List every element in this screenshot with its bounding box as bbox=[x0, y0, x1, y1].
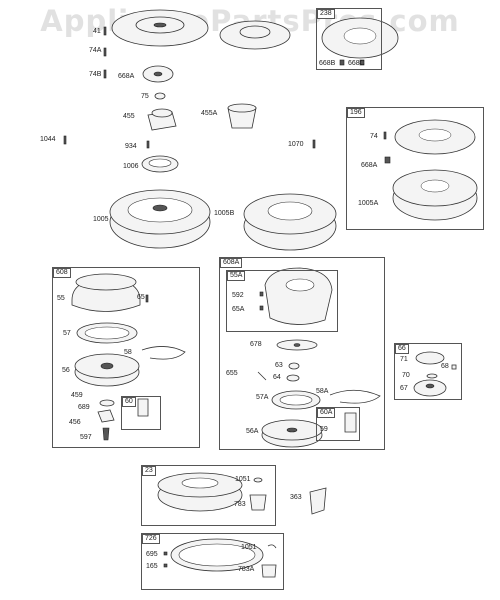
starter-608a bbox=[257, 267, 381, 448]
part-label: 55 bbox=[57, 295, 65, 302]
part-label: 1051 bbox=[241, 544, 257, 551]
flywheel-1005 bbox=[109, 189, 211, 249]
pulley-66 bbox=[413, 351, 457, 397]
part-label: 56 bbox=[62, 367, 70, 374]
part-label: 68 bbox=[441, 363, 449, 370]
flywheel-1005b bbox=[243, 193, 337, 251]
part-label: 668A bbox=[361, 162, 378, 169]
part-label: 56A bbox=[246, 428, 259, 435]
part-label: 668B bbox=[319, 60, 336, 67]
part-label: 58 bbox=[124, 349, 132, 356]
washer-75 bbox=[154, 92, 166, 100]
box-label: 196 bbox=[347, 108, 365, 118]
part-label: 74 bbox=[370, 133, 378, 140]
screw-1044 bbox=[63, 135, 67, 145]
part-label: 70 bbox=[402, 372, 410, 379]
fan-238 bbox=[321, 17, 399, 66]
ring-1006 bbox=[141, 155, 179, 173]
part-label: 668A bbox=[118, 73, 135, 80]
part-label: 592 bbox=[232, 292, 244, 299]
part-label: 455A bbox=[201, 110, 218, 117]
box-238 bbox=[316, 8, 382, 70]
part-label: 783 bbox=[234, 501, 246, 508]
cup-455a bbox=[227, 103, 257, 129]
part-label: 934 bbox=[125, 143, 137, 150]
part-label: 363 bbox=[290, 494, 302, 501]
part-label: 63 bbox=[275, 362, 283, 369]
screw-1070 bbox=[312, 139, 316, 149]
box-726 bbox=[141, 533, 284, 590]
hub-668a bbox=[142, 65, 174, 83]
part-label: 456 bbox=[69, 419, 81, 426]
screw-934 bbox=[146, 140, 150, 149]
box-label: 60A bbox=[317, 408, 336, 418]
part-label: 1051 bbox=[235, 476, 251, 483]
box-23 bbox=[141, 465, 276, 526]
box-label: 726 bbox=[142, 534, 160, 544]
part-label: 74B bbox=[89, 71, 102, 78]
box-label: 608 bbox=[53, 268, 71, 278]
box-label: 23 bbox=[142, 466, 156, 476]
part-label: 695 bbox=[146, 551, 158, 558]
part-label: 678 bbox=[250, 341, 262, 348]
part-label: 689 bbox=[78, 404, 90, 411]
box-608a bbox=[219, 257, 385, 450]
part-label: 1005 bbox=[93, 216, 109, 223]
ring-gear-726 bbox=[163, 538, 277, 578]
part-label: 67 bbox=[400, 385, 408, 392]
part-label: 65 bbox=[137, 294, 145, 301]
part-label: 459 bbox=[71, 392, 83, 399]
part-label: 668C bbox=[348, 60, 365, 67]
screws-top-left bbox=[103, 26, 107, 79]
flywheel-cover-left bbox=[111, 9, 209, 47]
part-label: 455 bbox=[123, 113, 135, 120]
flywheel-23 bbox=[157, 472, 327, 515]
part-label: 1006 bbox=[123, 163, 139, 170]
part-label: 71 bbox=[400, 356, 408, 363]
part-label: 75 bbox=[141, 93, 149, 100]
clutch-455 bbox=[147, 108, 177, 131]
flywheel-cover-middle bbox=[219, 20, 291, 50]
part-label: 165 bbox=[146, 563, 158, 570]
part-label: 1005B bbox=[214, 210, 235, 217]
box-196 bbox=[346, 107, 484, 230]
part-label: 1044 bbox=[40, 136, 56, 143]
part-label: 57 bbox=[63, 330, 71, 337]
box-55a bbox=[226, 270, 338, 332]
part-label: 65A bbox=[232, 306, 245, 313]
part-label: 64 bbox=[273, 374, 281, 381]
box-60 bbox=[121, 396, 161, 430]
starter-608 bbox=[71, 273, 186, 441]
part-label: 57A bbox=[256, 394, 269, 401]
box-label: 55A bbox=[227, 271, 246, 281]
box-label: 60 bbox=[122, 397, 136, 407]
fan-196 bbox=[383, 119, 478, 221]
part-label: 41 bbox=[93, 28, 101, 35]
box-60a bbox=[316, 407, 360, 441]
part-label: 59 bbox=[320, 426, 328, 433]
box-608 bbox=[52, 267, 200, 448]
part-label: 58A bbox=[316, 388, 329, 395]
box-label: 66 bbox=[395, 344, 409, 354]
part-label: 783A bbox=[238, 566, 255, 573]
part-label: 1005A bbox=[358, 200, 379, 207]
part-label: 655 bbox=[226, 370, 238, 377]
part-label: 74A bbox=[89, 47, 102, 54]
box-66 bbox=[394, 343, 462, 400]
part-label: 597 bbox=[80, 434, 92, 441]
box-label: 608A bbox=[220, 258, 243, 268]
part-label: 1070 bbox=[288, 141, 304, 148]
box-label: 238 bbox=[317, 9, 335, 19]
